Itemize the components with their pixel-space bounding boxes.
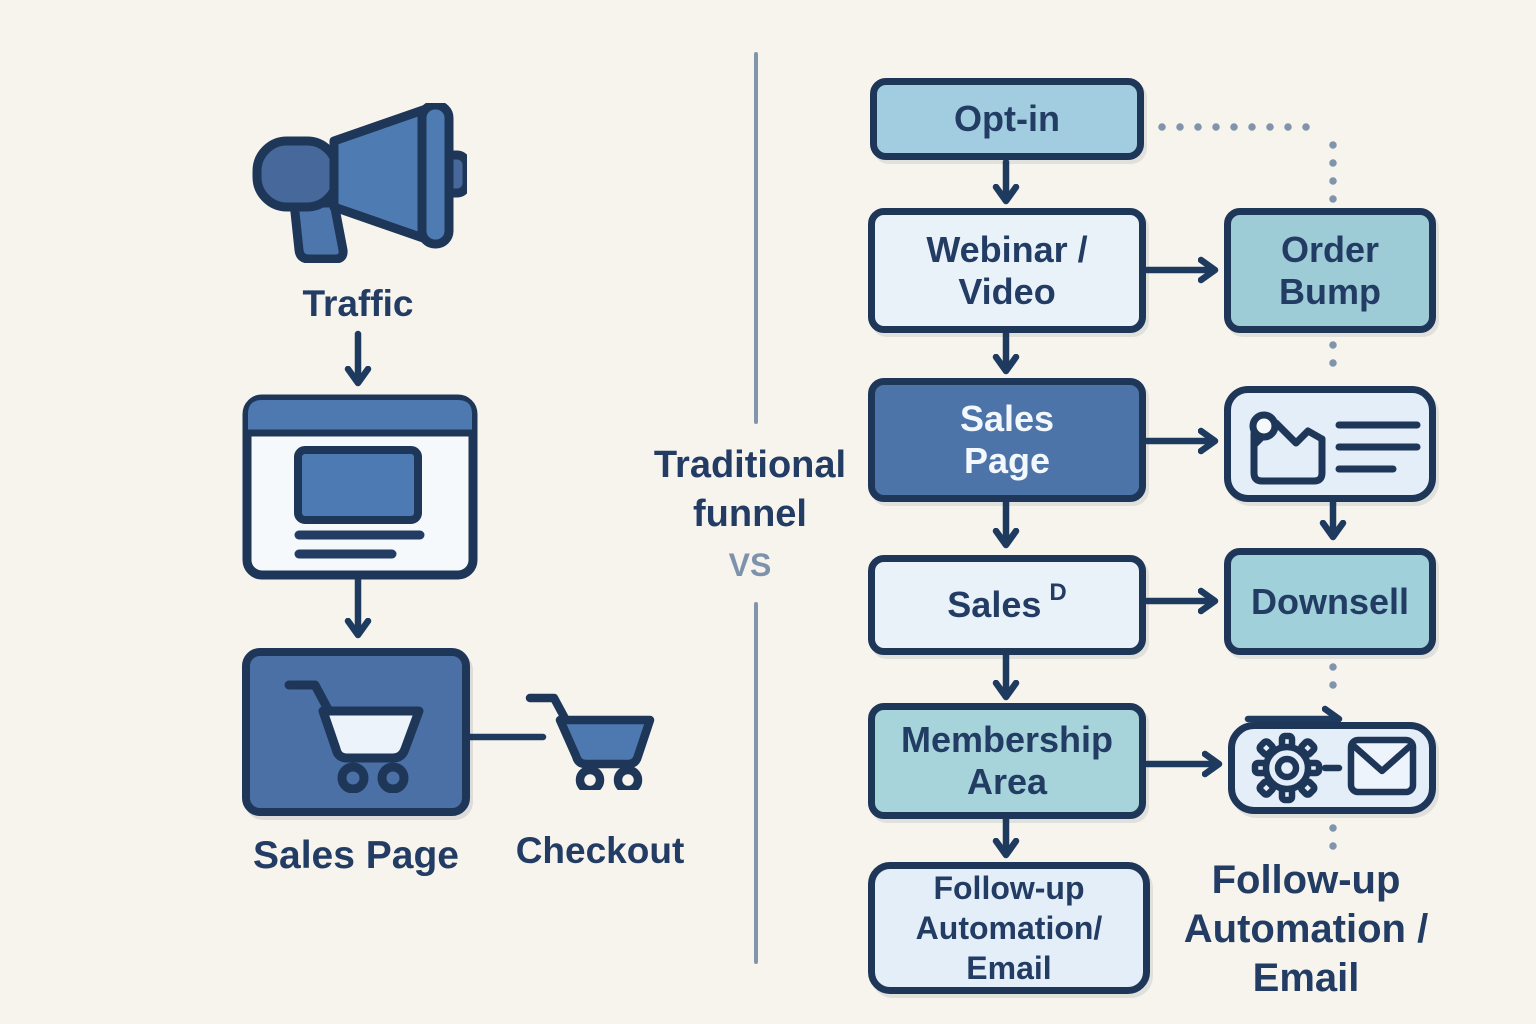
divider-top — [754, 52, 758, 424]
checkout-label: Checkout — [515, 830, 685, 871]
node-webinar-video: Webinar / Video — [868, 208, 1146, 333]
shopping-cart-icon — [284, 680, 424, 793]
center-title: Traditional funnel — [653, 444, 847, 536]
sales-page-label: Sales Page — [253, 834, 459, 877]
side-caption-follow-up: Follow-up Automation / Email — [1183, 858, 1429, 1001]
node-downsell: Downsell — [1224, 548, 1436, 655]
vs-label: VS — [728, 547, 772, 583]
divider-bottom — [754, 602, 758, 964]
node-membership-area: Membership Area — [868, 703, 1146, 819]
node-opt-in: Opt-in — [870, 78, 1144, 160]
image-with-text-lines-icon — [1249, 411, 1421, 485]
browser-window-icon — [242, 394, 478, 580]
gear-and-envelope-icon — [1251, 732, 1417, 804]
checkout-cart-icon — [525, 693, 655, 790]
node-offer-card — [1224, 386, 1436, 502]
sales-superscript: D — [1049, 579, 1067, 606]
sales-page-box — [242, 648, 470, 816]
traffic-label: Traffic — [302, 283, 414, 324]
node-automation-card — [1228, 722, 1436, 814]
megaphone-icon — [252, 103, 467, 263]
node-follow-up: Follow-up Automation/ Email — [868, 862, 1150, 994]
node-sales-page: Sales Page — [868, 378, 1146, 502]
node-order-bump: Order Bump — [1224, 208, 1436, 333]
